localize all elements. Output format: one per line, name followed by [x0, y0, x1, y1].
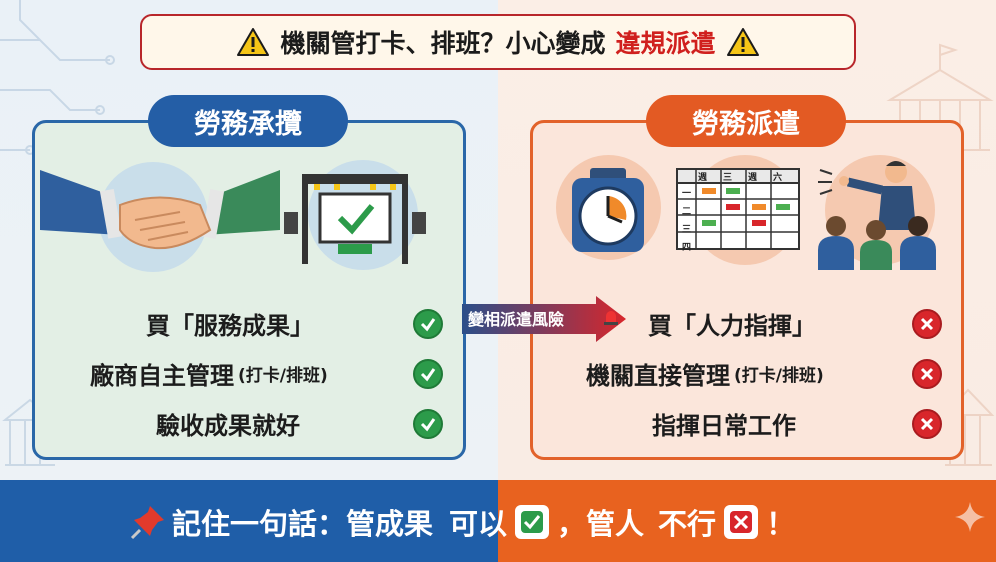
pushpin-icon: [130, 506, 164, 540]
manager-directing-icon: [818, 161, 936, 270]
bottom-text-4: 不行: [658, 507, 717, 541]
time-clock-icon: [572, 168, 644, 252]
title-banner: 機關管打卡、排班？小心變成違規派遣: [140, 14, 856, 70]
right-item-1: 買「人力指揮」: [648, 306, 816, 341]
right-item-2: 機關直接管理 (打卡/排班): [586, 356, 824, 391]
right-item-2-note: (打卡/排班): [734, 366, 824, 386]
schedule-header-3: 週: [748, 173, 758, 183]
left-item-3-text: 驗收成果就好: [156, 412, 300, 440]
schedule-row-3: 三: [682, 225, 692, 235]
cross-icon: [912, 359, 942, 389]
check-icon: [413, 309, 443, 339]
risk-arrow-label: 變相派遣風險: [468, 310, 565, 329]
circuit-decoration-icon: [0, 0, 115, 155]
right-item-3: 指揮日常工作: [652, 406, 796, 441]
bottom-slogan: 記住一句話：管成果 可以 ，管人 不行 ！: [130, 496, 795, 548]
title-highlight: 違規派遣: [615, 29, 716, 58]
check-box-icon: [515, 505, 550, 539]
left-panel-header: 勞務承攬: [148, 95, 348, 147]
title-text: 機關管打卡、排班？小心變成: [280, 29, 606, 58]
building-left-icon: [2, 398, 58, 466]
schedule-header: 週 三 週 六: [698, 170, 782, 183]
check-icon: [413, 409, 443, 439]
bottom-text-5: ！: [766, 507, 796, 541]
left-item-1: 買「服務成果」: [146, 306, 314, 341]
left-item-2-note: (打卡/排班): [238, 366, 328, 386]
schedule-rows: 一 二 三 四: [682, 186, 691, 253]
right-item-3-text: 指揮日常工作: [652, 412, 796, 440]
right-item-2-text: 機關直接管理: [586, 362, 730, 390]
handshake-icon: [40, 170, 280, 250]
sparkle-icon: [955, 502, 985, 532]
schedule-header-1: 週: [698, 173, 708, 183]
schedule-row-4: 四: [682, 243, 692, 253]
left-item-2-text: 廠商自主管理: [90, 362, 234, 390]
schedule-header-2: 三: [723, 173, 733, 183]
cross-icon: [912, 309, 942, 339]
warning-icon: [237, 28, 270, 56]
warning-icon: [726, 28, 759, 56]
schedule-header-4: 六: [773, 173, 783, 183]
schedule-board-icon: [676, 168, 800, 250]
risk-arrow: [462, 296, 626, 342]
stage-screen-icon: [284, 174, 426, 264]
schedule-row-1: 一: [682, 189, 692, 199]
cross-icon: [912, 409, 942, 439]
schedule-row-2: 二: [682, 207, 692, 217]
check-icon: [413, 359, 443, 389]
bottom-banner-left: [0, 480, 498, 562]
left-item-2: 廠商自主管理 (打卡/排班): [90, 356, 328, 391]
bottom-text-1: 記住一句話：管成果: [172, 507, 434, 541]
right-panel-header: 勞務派遣: [646, 95, 846, 147]
siren-icon: [604, 311, 618, 325]
left-item-1-text: 買「服務成果」: [146, 312, 314, 340]
left-item-3: 驗收成果就好: [156, 406, 300, 441]
bottom-text-3: ，管人: [557, 507, 645, 541]
right-item-1-text: 買「人力指揮」: [648, 312, 816, 340]
bottom-text-2: 可以: [449, 507, 508, 541]
cross-box-icon: [724, 505, 759, 539]
